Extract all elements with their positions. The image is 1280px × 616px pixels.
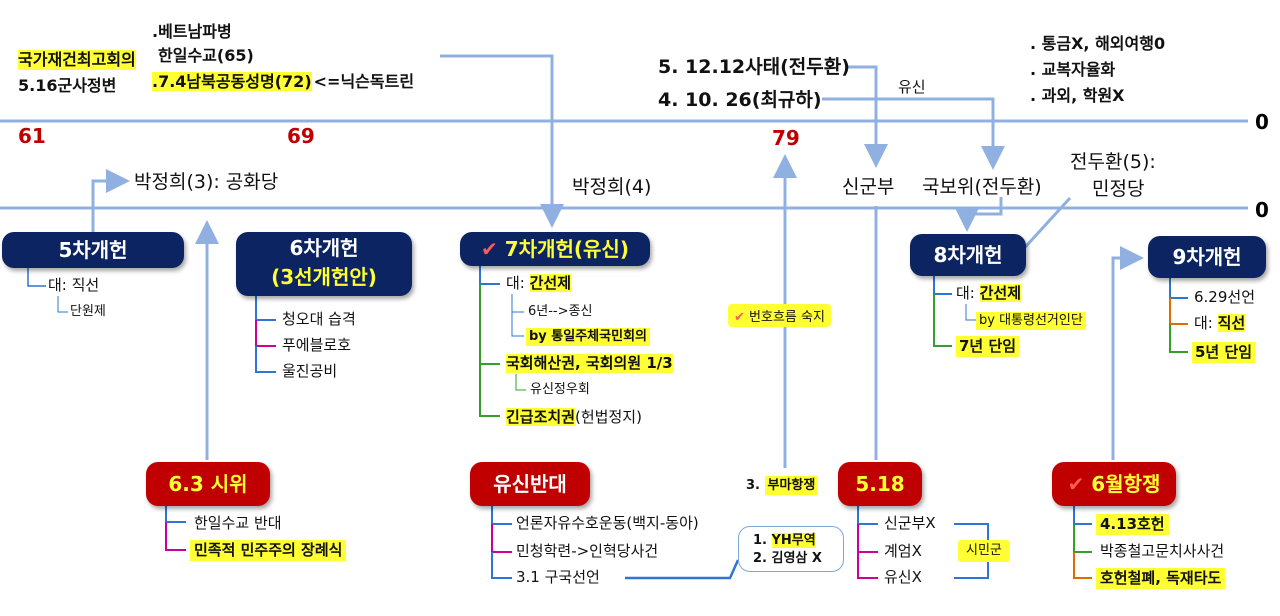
amend7-item1: 대: 간선제 [506,274,572,293]
zero-top: 0 [1255,110,1269,134]
park4-label: 박정희(4) [572,176,652,198]
anti-yushin-item1: 언론자유수호운동(백지-동아) [516,514,699,532]
bumahang-hl: 부마항쟁 [764,476,819,495]
top-mid-line2: 한일수교(65) [158,46,254,65]
amend8-box: 8차개헌 [910,234,1026,276]
anti-yushin-title: 유신반대 [493,472,567,496]
amend9-box: 9차개헌 [1148,236,1266,278]
top-mid-line1: .베트남파병 [152,22,232,41]
may18-item1: 신군부X [884,514,936,532]
memorize-badge: ✔ 번호흐름 숙지 [728,304,831,327]
pill-line2: 2. 김영삼 X [753,551,822,566]
chun5-line1: 전두환(5): [1070,151,1156,173]
amend9-item1: 6.29선언 [1194,288,1255,306]
anti-yushin-pill: 1. YH무역 2. 김영삼 X [738,526,844,572]
amend5-item2: 단원제 [70,304,106,319]
top-right-line1: . 통금X, 해외여행0 [1030,34,1166,53]
check-icon: ✔ [734,310,745,325]
top-center-line1: 5. 12.12사태(전두환) [658,56,850,78]
amend6-title1: 6차개헌 [289,236,359,260]
amend5-item1: 대: 직선 [48,276,100,294]
top-right-line3: . 과외, 학원X [1030,86,1125,105]
amend7-item3-suffix: (헌법정지) [575,408,642,426]
bumahang-label: 3. 부마항쟁 [746,476,819,495]
amend7-item1-prefix: 대: [506,274,530,292]
protest63-box: 6.3 시위 [146,462,270,506]
amend7-item3-hl: 긴급조치권 [506,408,576,426]
amend7-item2-sub: 유신정우회 [530,382,590,397]
singunbu-label: 신군부 [842,176,895,198]
yushin-label: 유신 [898,78,926,96]
amend7-item2: 국회해산권, 국회의원 1/3 [506,354,673,373]
amend6-title2: (3선개헌안) [271,265,377,289]
amend6-item3: 울진공비 [282,362,338,380]
may18-item3: 유신X [884,568,922,586]
anti-yushin-item2: 민청학련->인혁당사건 [516,542,659,560]
amend9-title: 9차개헌 [1172,245,1242,269]
amend7-item3: 긴급조치권(헌법정지) [506,408,642,427]
may18-box: 5.18 [838,462,922,506]
top-left-line1: 국가재건최고회의 [18,50,136,70]
amend7-box: ✔ 7차개헌(유신) [460,232,650,266]
gukbowi-label: 국보위(전두환) [922,176,1042,198]
top-mid-line3: .7.4남북공동성명(72)<=닉슨독트린 [152,72,414,92]
pill-line1-hl: YH무역 [771,533,816,548]
pill-line1-prefix: 1. [753,533,772,548]
amend7-item1-hl: 간선제 [529,274,572,292]
year-61: 61 [18,124,46,148]
zero-bottom: 0 [1255,198,1269,222]
june-item3: 호헌철폐, 독재타도 [1096,568,1226,589]
check-icon: ✔ [481,237,498,261]
june-title: 6월항쟁 [1091,472,1161,496]
amend9-item3: 5년 단임 [1192,342,1256,363]
top-mid-line3-suffix: <=닉슨독트린 [313,72,415,91]
amend8-item2: 7년 단임 [956,336,1020,357]
amend9-item2: 대: 직선 [1194,314,1246,333]
amend5-box: 5차개헌 [2,232,184,268]
check-icon: ✔ [1067,472,1085,496]
amend6-box: 6차개헌 (3선개헌안) [236,232,412,296]
amend8-item1-hl: 간선제 [979,284,1022,302]
anti-yushin-item3: 3.1 구국선언 [516,568,600,586]
amend7-title: 7차개헌(유신) [504,237,629,261]
may18-title: 5.18 [855,472,905,496]
protest63-item1: 한일수교 반대 [194,514,282,532]
protest63-title: 6.3 시위 [168,472,248,496]
pill-line1: 1. YH무역 [753,533,816,549]
top-center-line2: 4. 10. 26(최규하) [658,89,822,111]
june-box: ✔ 6월항쟁 [1052,462,1176,506]
top-mid-line3-hl: .7.4남북공동성명(72) [152,72,312,91]
amend6-item2: 푸에블로호 [282,336,352,354]
amend8-item1-prefix: 대: [956,284,980,302]
amend6-item1: 청오대 습격 [282,310,356,328]
amend7-item1-sub2: by 통일주체국민회의 [526,328,650,346]
amend8-title: 8차개헌 [933,243,1003,267]
amend5-title: 5차개헌 [58,238,128,262]
anti-yushin-box: 유신반대 [470,462,590,506]
citizen-badge: 시민군 [958,540,1010,562]
protest63-item2: 민족적 민주주의 장례식 [190,540,347,561]
year-79: 79 [772,126,800,150]
amend7-item1-sub1: 6년-->종신 [528,304,593,319]
top-right-line2: . 교복자율화 [1030,60,1116,79]
amend8-item1-sub: by 대통령선거인단 [976,312,1086,330]
chun5-line2: 민정당 [1092,178,1145,200]
bumahang-prefix: 3. [746,478,765,493]
june-item1: 4.13호헌 [1096,514,1169,535]
park3-label: 박정희(3): 공화당 [134,171,279,193]
memorize-label: 번호흐름 숙지 [749,310,825,325]
top-left-line2: 5.16군사정변 [18,76,117,95]
amend9-item2-hl: 직선 [1217,314,1246,332]
year-69: 69 [287,124,315,148]
may18-item2: 계엄X [884,542,922,560]
amend9-item2-prefix: 대: [1194,314,1218,332]
june-item2: 박종철고문치사사건 [1100,542,1225,560]
amend8-item1: 대: 간선제 [956,284,1022,303]
